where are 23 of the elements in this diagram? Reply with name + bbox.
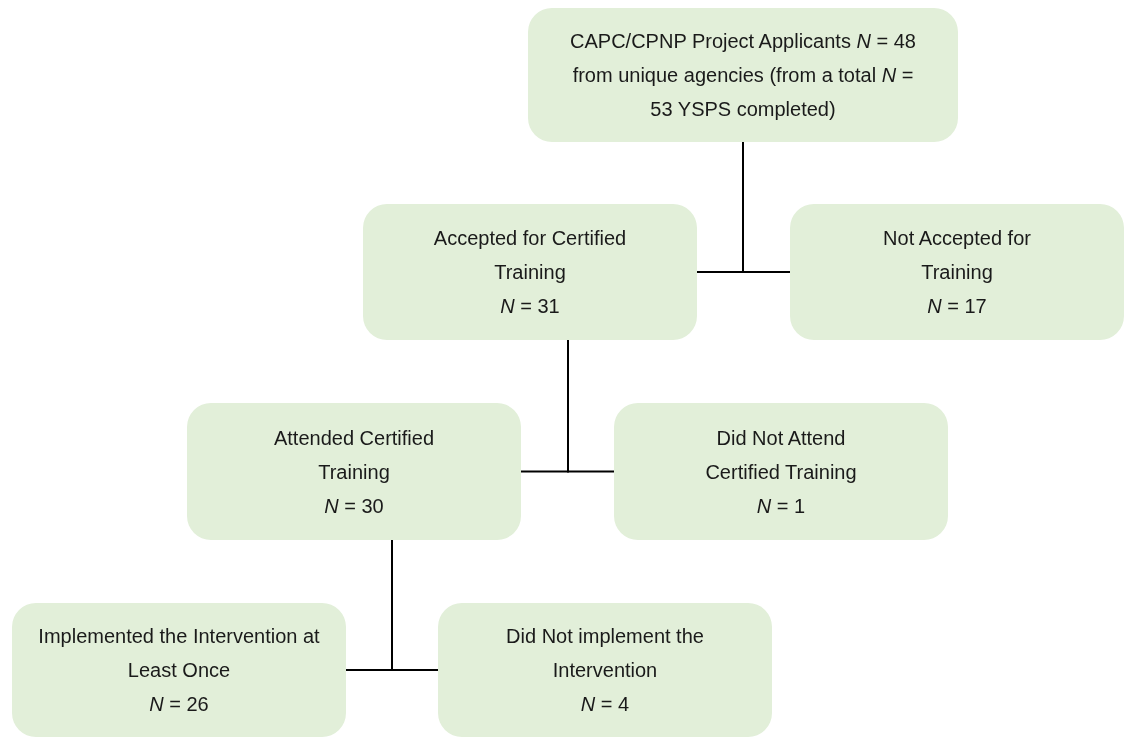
process-box [438, 603, 772, 737]
box-heading: Implemented the Intervention at Least Once [37, 624, 321, 683]
count-text: N = 4 [580, 692, 630, 717]
process-box [614, 403, 948, 540]
count-text: N = 31 [500, 294, 560, 319]
process-box [187, 403, 521, 540]
box-heading: Accepted for Certified Training [432, 226, 628, 285]
box-heading: Did Not implement the Intervention [505, 624, 705, 683]
connector-line [742, 141, 791, 273]
count-text: N = 1 [756, 493, 806, 519]
process-box [363, 204, 697, 340]
count-text: N = 30 [324, 493, 384, 519]
process-box [790, 204, 1124, 340]
connector-line [567, 339, 615, 473]
process-box [12, 603, 346, 737]
box-text: CAPC/CPNP Project Applicants N = 48 from unique agencies (from a total N = 53 YSPS completed) [569, 29, 917, 122]
box-heading: Did Not Attend Certified Training [704, 425, 858, 485]
box-heading: Attended Certified Training [272, 425, 436, 485]
process-box [528, 8, 958, 142]
box-heading: Not Accepted for Training [882, 226, 1032, 285]
count-text: N = 17 [927, 294, 987, 319]
connector-line [391, 539, 439, 671]
count-text: N = 26 [149, 692, 209, 717]
